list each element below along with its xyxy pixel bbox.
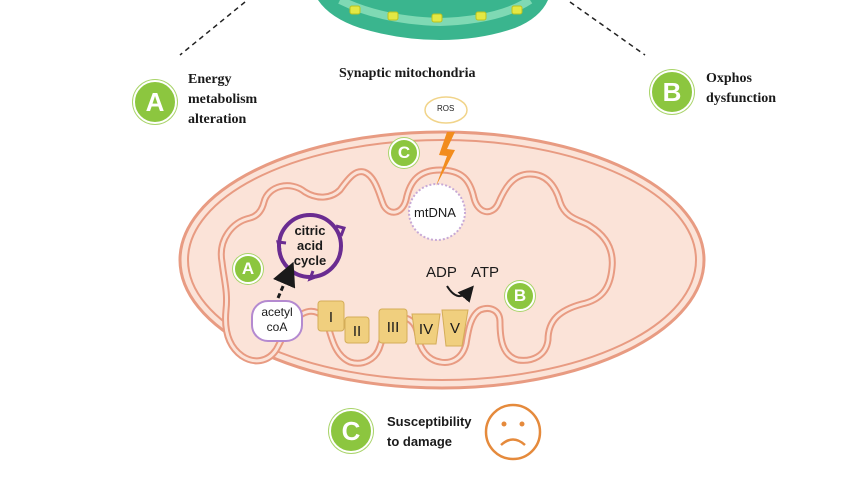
- adp-atp-arrow: [446, 285, 474, 303]
- acetyl-coa-label: acetyl coA: [252, 305, 302, 335]
- badge-c: C: [329, 409, 373, 453]
- badge-a: A: [133, 80, 177, 124]
- adp-label: ADP: [426, 264, 457, 281]
- complex-i-shape: [317, 300, 345, 332]
- complex-i-label: I: [329, 309, 333, 326]
- ros-label: ROS: [437, 104, 455, 113]
- feature-c-line2: to damage: [387, 434, 453, 449]
- feature-b-label: Oxphos dysfunction: [706, 69, 776, 109]
- badge-c-small: C: [389, 138, 419, 168]
- feature-b-line1: Oxphos: [706, 71, 752, 86]
- ros-bubble: [424, 96, 468, 124]
- badge-b-small: B: [505, 281, 535, 311]
- feature-a-label: Energy metabolism alteration: [188, 70, 257, 130]
- citric-line1: citric: [294, 223, 326, 238]
- complex-v-label: V: [450, 320, 460, 337]
- citric-line2: acid: [296, 238, 323, 253]
- complex-iii-shape: [378, 308, 408, 344]
- complex-iv-label: IV: [419, 321, 433, 338]
- badge-a-small: A: [233, 254, 263, 284]
- circular-arrow-icon: [276, 213, 346, 282]
- complex-iii-label: III: [387, 319, 400, 336]
- dashed-line-right: [569, 1, 646, 56]
- badge-b: B: [650, 70, 694, 114]
- complex-v-shape: [441, 309, 469, 347]
- feature-c-line1: Susceptibility: [387, 414, 472, 429]
- atp-label: ATP: [471, 264, 500, 281]
- feature-c-label: Susceptibility to damage: [387, 412, 472, 452]
- complex-iv-shape: [411, 313, 441, 345]
- sad-face-icon: [484, 403, 542, 461]
- mtdna-circle: [408, 183, 466, 241]
- electron-transport-chain: [317, 300, 469, 347]
- synapse-terminal: [318, 0, 548, 40]
- acetyl-line1: acetyl: [261, 305, 293, 319]
- citric-line3: cycle: [293, 253, 327, 268]
- acetyl-coa-bubble: [251, 300, 303, 342]
- citric-acid-cycle-label: citric acid cycle: [286, 223, 334, 268]
- diagram-title: Synaptic mitochondria: [339, 66, 476, 81]
- dashed-line-left: [179, 1, 246, 56]
- complex-ii-label: II: [353, 323, 361, 340]
- lightning-icon: [436, 132, 455, 186]
- feature-a-line2: metabolism: [188, 92, 258, 107]
- complex-ii-shape: [344, 316, 370, 344]
- feature-a-line1: Energy: [188, 72, 232, 87]
- feature-a-line3: alteration: [188, 112, 247, 127]
- acetyl-arrow: [273, 261, 296, 299]
- mtdna-label: mtDNA: [414, 205, 456, 220]
- feature-b-line2: dysfunction: [706, 91, 777, 106]
- acetyl-line2: coA: [266, 320, 288, 334]
